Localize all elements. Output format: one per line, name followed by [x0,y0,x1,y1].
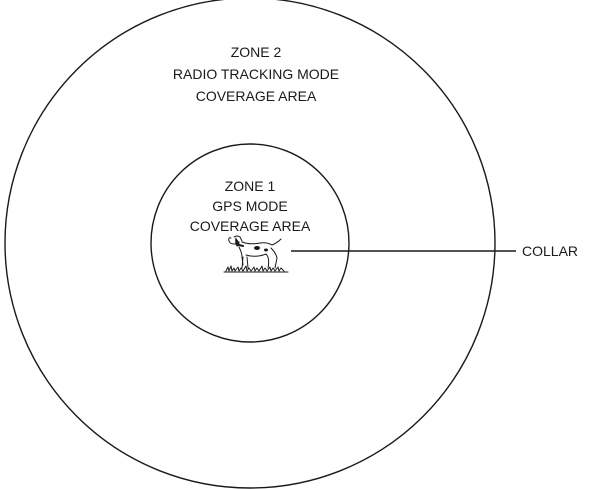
zone2-title: ZONE 2 [231,44,282,60]
zone1-coverage: COVERAGE AREA [190,218,311,234]
zone2-coverage: COVERAGE AREA [196,88,317,104]
zone1-circle [150,143,350,343]
zone1-mode: GPS MODE [212,198,287,214]
pointer-dog-icon [223,235,289,273]
collar-label: COLLAR [522,243,578,259]
zone1-title: ZONE 1 [225,178,276,194]
zone2-mode: RADIO TRACKING MODE [173,66,339,82]
zone2-circle [4,0,496,489]
